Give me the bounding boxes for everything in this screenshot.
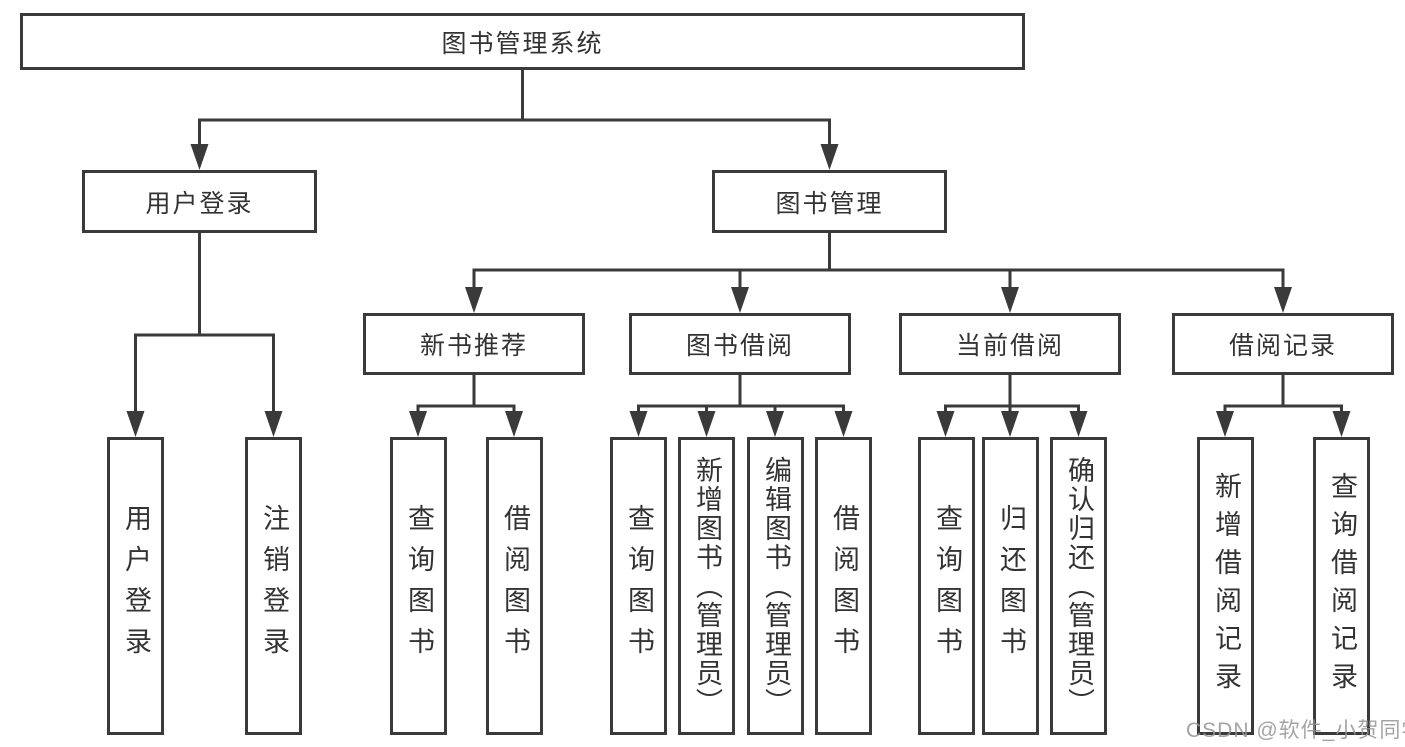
node-library-management-system: 图书管理系统: [20, 13, 1025, 70]
node-label: 新书推荐: [419, 332, 528, 360]
node-label: 查询图书: [624, 504, 654, 668]
node-label: 查询借阅记录: [1327, 472, 1357, 700]
node-leaf-edit-books-admin: 编辑图书（管理员）: [747, 437, 804, 735]
node-leaf-borrow-books-recommend: 借阅图书: [486, 437, 543, 735]
node-label: 新增借阅记录: [1211, 472, 1241, 700]
node-label: 归还图书: [996, 504, 1026, 668]
node-leaf-query-books-current: 查询图书: [918, 437, 975, 735]
node-leaf-user-login: 用户登录: [107, 437, 164, 735]
node-label: 确认归还（管理员）: [1064, 455, 1094, 717]
node-current-borrowing: 当前借阅: [899, 313, 1121, 375]
node-leaf-add-books-admin: 新增图书（管理员）: [678, 437, 735, 735]
arrowheads: [126, 144, 1351, 437]
node-label: 借阅记录: [1228, 332, 1337, 360]
node-leaf-confirm-return-admin: 确认归还（管理员）: [1050, 437, 1107, 735]
node-new-book-recommend: 新书推荐: [363, 313, 585, 375]
node-label: 借阅图书: [829, 504, 859, 668]
node-label: 用户登录: [121, 504, 151, 668]
node-label: 当前借阅: [955, 332, 1064, 360]
node-book-management: 图书管理: [712, 170, 947, 233]
node-label: 编辑图书（管理员）: [761, 455, 791, 717]
node-label: 图书借阅: [685, 332, 794, 360]
node-leaf-query-borrow-record: 查询借阅记录: [1313, 437, 1370, 735]
node-user-login: 用户登录: [82, 170, 317, 233]
node-leaf-query-books-borrow: 查询图书: [610, 437, 667, 735]
node-leaf-query-books-recommend: 查询图书: [390, 437, 447, 735]
node-borrowing-records: 借阅记录: [1172, 313, 1394, 375]
node-label: 注销登录: [259, 504, 289, 668]
node-leaf-add-borrow-record: 新增借阅记录: [1197, 437, 1254, 735]
node-book-borrowing: 图书借阅: [629, 313, 851, 375]
node-leaf-return-books: 归还图书: [982, 437, 1039, 735]
node-label: 查询图书: [404, 504, 434, 668]
node-label: 图书管理: [775, 189, 884, 218]
node-label: 图书管理系统: [441, 29, 604, 58]
csdn-watermark: CSDN @软件_小贺同学: [1186, 719, 1405, 742]
node-label: 查询图书: [932, 504, 962, 668]
node-label: 借阅图书: [500, 504, 530, 668]
node-leaf-borrow-books: 借阅图书: [815, 437, 872, 735]
node-label: 用户登录: [145, 189, 254, 218]
node-label: 新增图书（管理员）: [692, 455, 722, 717]
node-leaf-logout: 注销登录: [245, 437, 302, 735]
